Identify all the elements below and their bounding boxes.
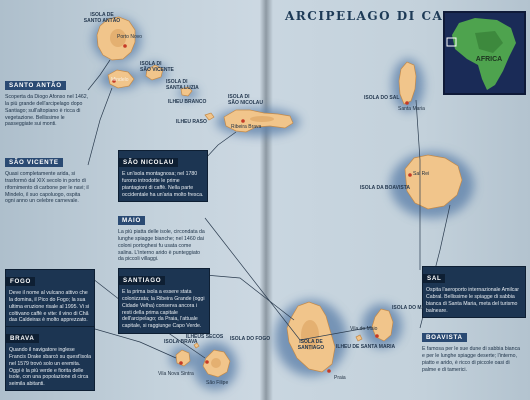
relief-shading	[110, 29, 319, 368]
island-label-maio: Isola do Maio	[392, 305, 431, 311]
town-dot-mindelo	[112, 79, 116, 83]
textbox-title: Sal	[423, 274, 446, 283]
town-dot-santa-maria	[405, 101, 409, 105]
textbox-title: São Vicente	[5, 158, 63, 167]
textbox-title: Santo Antão	[5, 81, 66, 90]
town-label-sao-filipe: São Filipe	[206, 380, 229, 386]
island-label-sao-nicolau: Isola di São Nicolau	[228, 94, 263, 106]
textbox-santiago: Santiago È la prima isola a essere stata…	[118, 268, 210, 335]
textbox-body: È un'isola montagnosa; nel 1780 furono i…	[122, 171, 204, 198]
textbox-title: Santiago	[119, 276, 166, 285]
textbox-title: Boavista	[422, 333, 467, 342]
textbox-sao-vicente: São Vicente Quasi completamente arida, s…	[5, 151, 91, 205]
textbox-sao-nicolau: São Nicolau È un'isola montagnosa; nel 1…	[118, 150, 208, 203]
textbox-title: São Nicolau	[119, 158, 179, 167]
cape-verde-locator-box	[446, 37, 457, 47]
island-boavista	[404, 154, 463, 210]
textbox-body: Quando il navigatore inglese Francis Dra…	[9, 347, 91, 387]
textbox-title: Brava	[6, 334, 39, 343]
africa-continent-shape	[452, 18, 516, 90]
textbox-brava: Brava Quando il navigatore inglese Franc…	[5, 326, 95, 391]
town-label-sal-rei: Sal Rei	[413, 171, 430, 177]
town-label-vila-do-maio: Vila do Maio	[350, 326, 378, 332]
town-label-vila-nova-sintra: Vila Nova Sintra	[158, 371, 194, 377]
textbox-title: Fogo	[6, 277, 36, 286]
town-dot-porto-novo	[123, 44, 127, 48]
island-brava	[175, 349, 191, 367]
town-dot-praia	[327, 369, 331, 373]
textbox-body: È famosa per le sue dune di sabbia bianc…	[422, 346, 521, 373]
town-label-praia: Praia	[334, 375, 346, 381]
town-dot-sao-filipe	[205, 360, 209, 364]
island-label-fogo: Isola do Fogo	[230, 336, 271, 342]
town-dot-vila-nova-sintra	[179, 361, 183, 365]
textbox-santo-antao: Santo Antão Scoperta da Diogo Afonso nel…	[5, 74, 91, 128]
textbox-body: Scoperta da Diogo Afonso nel 1462, la pi…	[5, 94, 89, 128]
island-label-santa-luzia: Isola di Santa Luzia	[166, 79, 199, 91]
inset-label: AFRICA	[476, 56, 502, 63]
island-label-ilheus-secos: Ilheus Secos	[186, 334, 224, 340]
africa-locator-inset: AFRICA	[443, 11, 526, 95]
textbox-body: Ospita l'aeroporto internazionale Amilca…	[426, 287, 519, 314]
textbox-boavista: Boavista È famosa per le sue dune di sab…	[422, 326, 524, 373]
island-label-sao-vicente: Isola di São Vicente	[140, 61, 174, 73]
textbox-fogo: Fogo Deve il nome al vulcano attivo che …	[5, 269, 95, 329]
textbox-body: Deve il nome al vulcano attivo che la do…	[9, 290, 90, 324]
island-ilheu-santa-maria	[355, 334, 363, 342]
town-dot-sal-rei	[408, 173, 412, 177]
island-sal	[398, 61, 417, 105]
island-label-brava: Isola Brava	[164, 339, 198, 345]
textbox-body: La più piatta delle isole, circondata da…	[118, 229, 205, 263]
island-label-ilheu-raso: Ilheu Raso	[176, 119, 207, 125]
island-ilheu-branco	[180, 86, 193, 97]
island-label-ilheu-santa-maria: Ilheu de Santa Maria	[336, 344, 396, 350]
town-label-mindelo: Mindelo	[111, 77, 129, 83]
island-label-sal: Isola do Sal	[364, 95, 400, 101]
town-label-porto-novo: Porto Novo	[117, 34, 143, 40]
town-label-ribeira-brava: Ribeira Brava	[231, 124, 262, 130]
textbox-sal: Sal Ospita l'aeroporto internazionale Am…	[422, 266, 526, 319]
island-sao-vicente	[107, 69, 135, 89]
island-label-ilheu-branco: Ilheu Branco	[168, 99, 207, 105]
textbox-maio: Maio La più piatta delle isole, circonda…	[118, 209, 208, 263]
island-santa-luzia	[145, 64, 164, 81]
island-maio	[371, 308, 394, 342]
island-label-santiago: Isola de Santiago	[297, 339, 325, 351]
town-dot-vila-do-maio	[375, 334, 379, 338]
textbox-title: Maio	[118, 216, 145, 225]
island-ilheu-raso	[204, 112, 215, 121]
textbox-body: Quasi completamente arida, si trasformò …	[5, 171, 89, 205]
textbox-body: È la prima isola a essere stata colonizz…	[122, 289, 205, 330]
town-dot-ribeira-brava	[241, 119, 245, 123]
town-label-santa-maria: Santa Maria	[398, 106, 425, 112]
island-label-boavista: Isola da Boavista	[360, 185, 410, 191]
island-ilheus-secos	[193, 342, 200, 349]
island-label-santo-antao: Isola de Santo Antão	[83, 12, 121, 24]
